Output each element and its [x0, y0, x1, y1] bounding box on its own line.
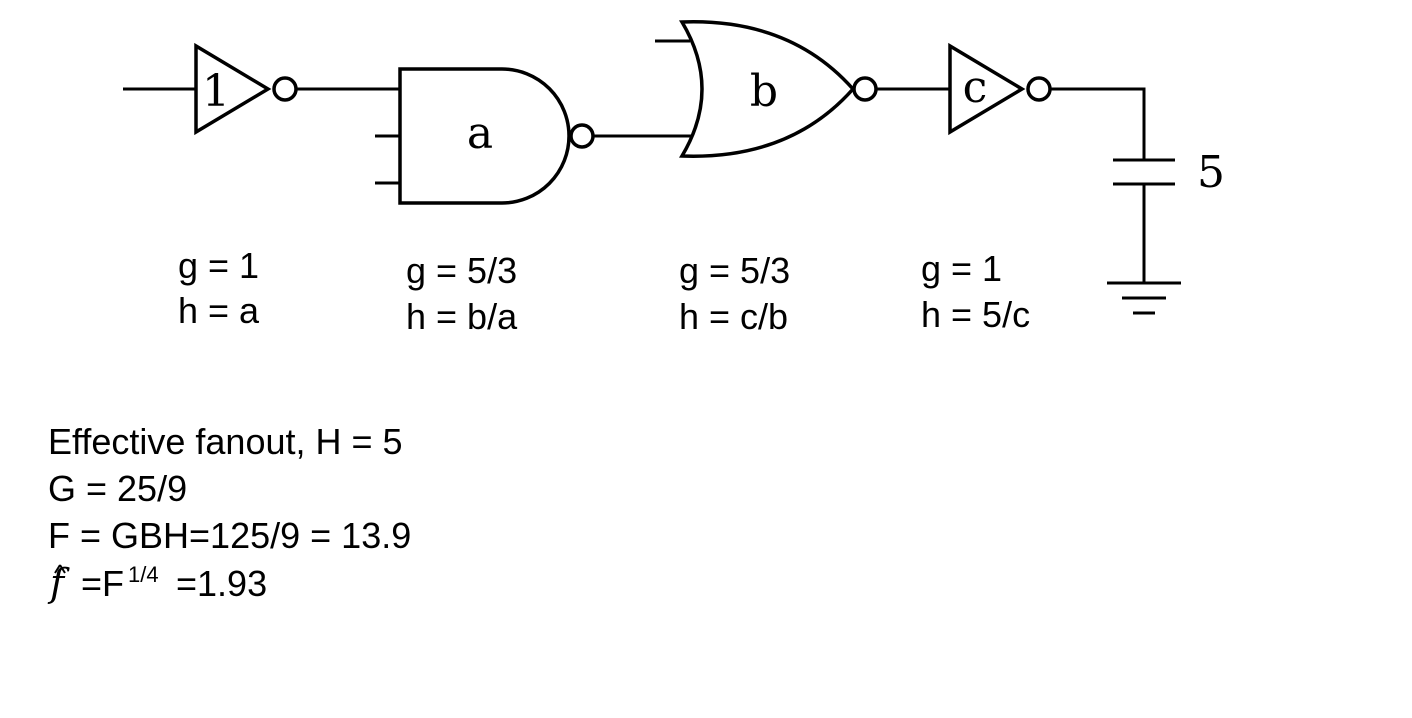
stage3-g: g = 5/3	[679, 250, 790, 291]
nand-gate-a: a	[375, 67, 595, 205]
stage1-g: g = 1	[178, 245, 259, 286]
stage-effort-line: f =F 1/4 =1.93	[47, 561, 267, 605]
fhat-hat-right	[59, 564, 66, 574]
path-effort-line: F = GBH=125/9 = 13.9	[48, 515, 411, 556]
nor-gate-label: b	[750, 66, 778, 117]
stage2-h: h = b/a	[406, 296, 518, 337]
ground-icon	[1107, 281, 1181, 315]
fhat-exponent: 1/4	[128, 562, 159, 587]
load-capacitance-label: 5	[1197, 147, 1225, 198]
effective-fanout-line: Effective fanout, H = 5	[48, 421, 403, 462]
inverter-1-gate: 1	[123, 42, 298, 136]
inverter-c-gate: c	[948, 42, 1052, 136]
load-capacitor: 5	[1050, 87, 1225, 283]
stage4-g: g = 1	[921, 248, 1002, 289]
stage1-h: h = a	[178, 290, 260, 331]
path-logical-effort-line: G = 25/9	[48, 468, 187, 509]
fhat-equals-F: =F	[81, 563, 124, 604]
inverter-1-label: 1	[202, 66, 230, 117]
inverter-c-label: c	[963, 62, 988, 113]
fhat-hat-left	[54, 564, 61, 574]
stage4-h: h = 5/c	[921, 294, 1030, 335]
stage2-g: g = 5/3	[406, 250, 517, 291]
fhat-value: =1.93	[176, 563, 267, 604]
nand-gate-label: a	[467, 108, 493, 159]
stage3-h: h = c/b	[679, 296, 788, 337]
nor-gate-b: b	[655, 20, 878, 158]
